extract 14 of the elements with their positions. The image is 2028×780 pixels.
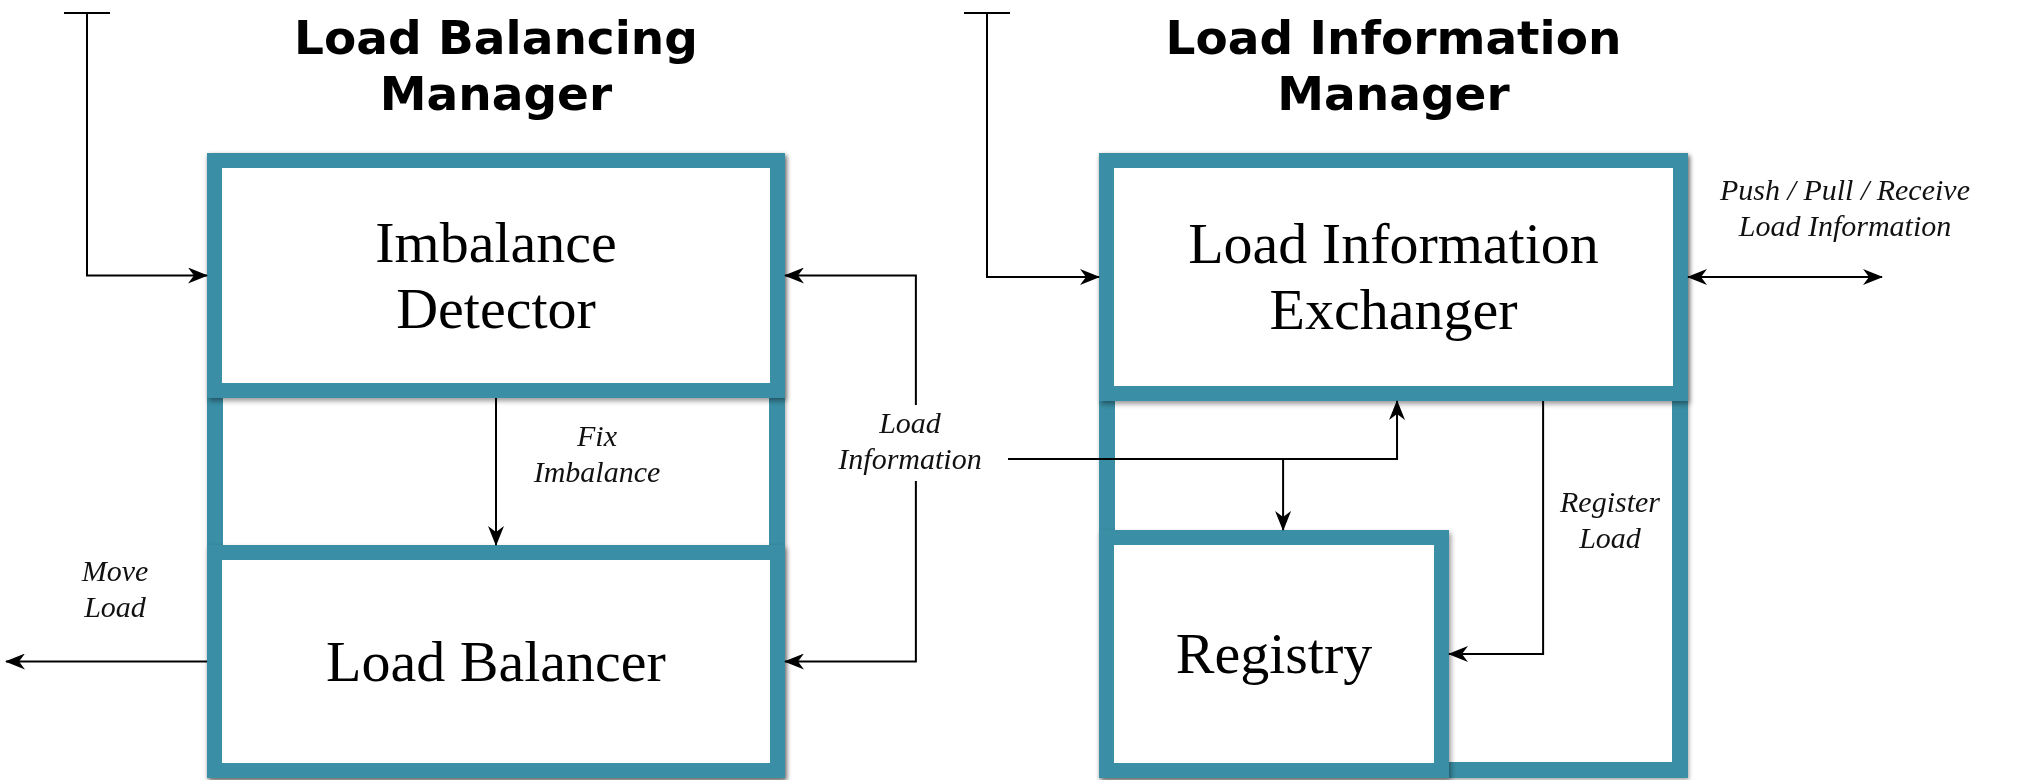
arrow: [784, 267, 917, 406]
arrow: [1687, 269, 1883, 285]
arrow: [63, 12, 208, 284]
arrow: [5, 653, 208, 670]
panel-title: Load Balancing Manager: [293, 10, 699, 122]
component-label: Registry: [1175, 621, 1373, 687]
component-label: Imbalance Detector: [374, 209, 618, 342]
arrow: [1448, 400, 1545, 662]
arrow: [963, 12, 1100, 285]
component-label: Load Balancer: [326, 628, 666, 695]
arrow: [488, 397, 504, 546]
arrow: [784, 480, 917, 670]
panel-title: Load Information Manager: [1164, 10, 1623, 122]
component-label: Load Information Exchanger: [1187, 211, 1600, 343]
